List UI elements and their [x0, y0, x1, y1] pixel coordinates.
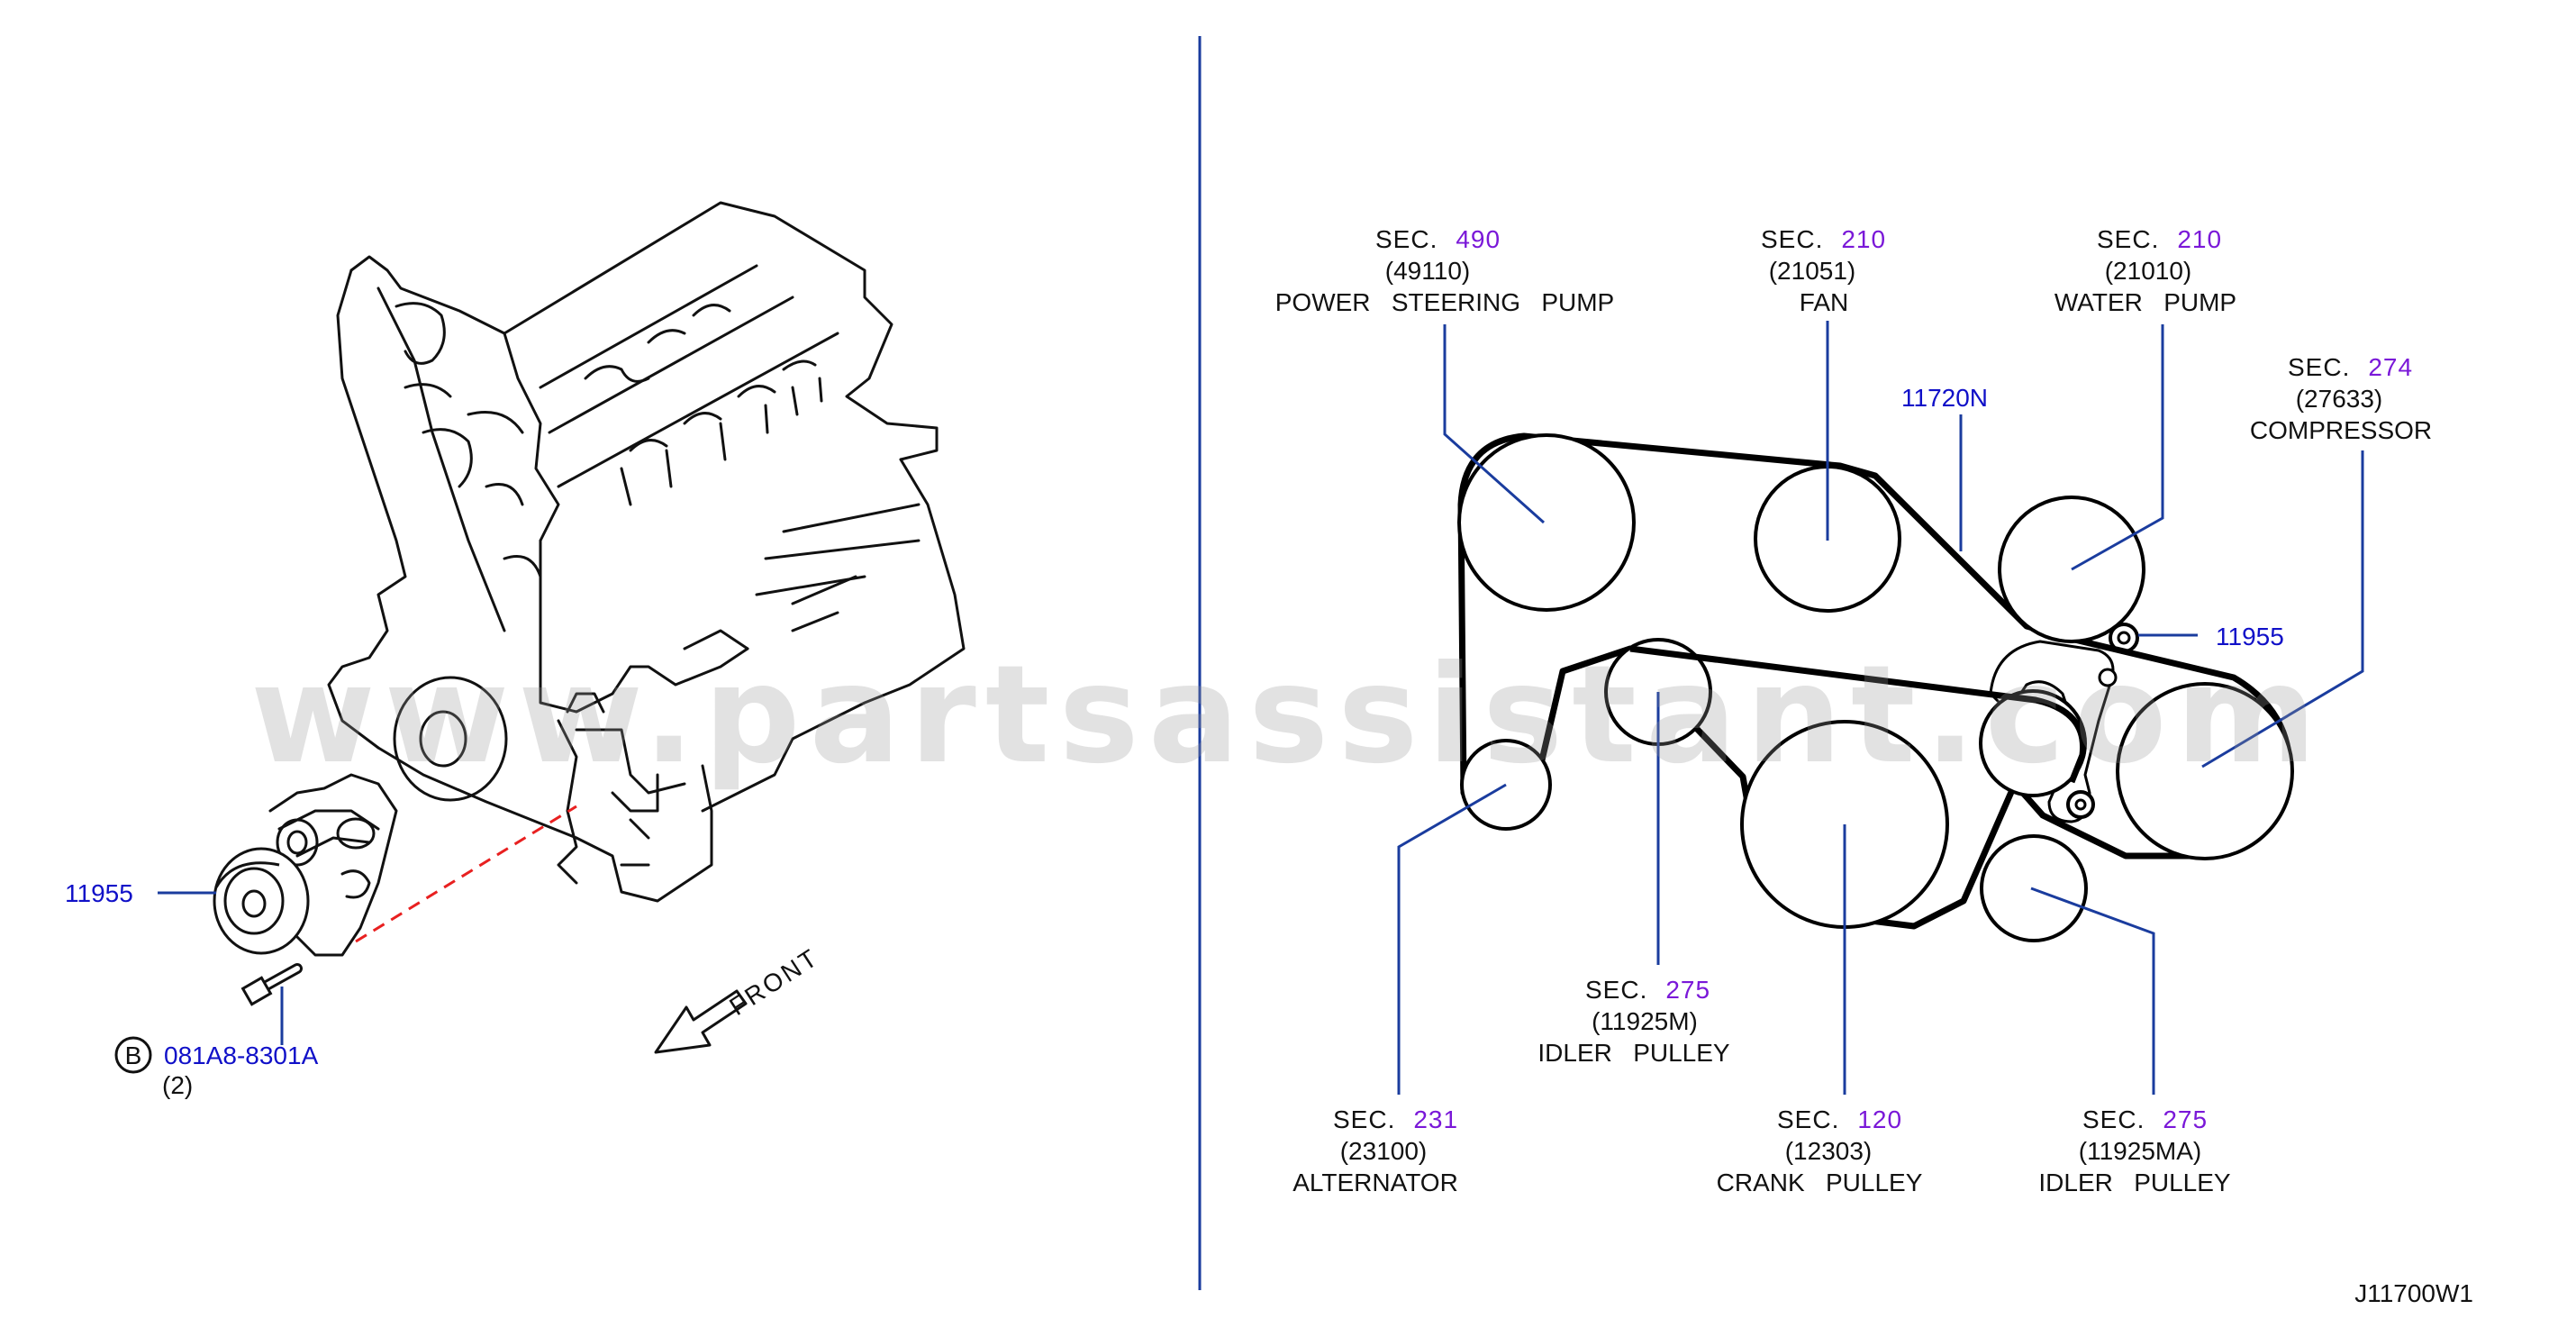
- svg-text:ALTERNATOR: ALTERNATOR: [1293, 1169, 1458, 1196]
- belt-part-number: 11720N: [1901, 384, 1988, 412]
- tensioner-pulley-left: [213, 847, 310, 955]
- compressor-pulley: [2116, 682, 2294, 860]
- svg-text:SEC.274: SEC.274: [2288, 353, 2413, 381]
- svg-text:(11925MA): (11925MA): [2079, 1137, 2201, 1165]
- leader-water-pump: [2071, 324, 2164, 571]
- mounting-bolt: [240, 963, 303, 1006]
- leader-power-steering: [1443, 324, 1545, 524]
- callout-fan: SEC.210 (21051) FAN: [1761, 225, 1886, 316]
- svg-text:WATER PUMP: WATER PUMP: [2054, 288, 2236, 316]
- bolt-part-number: 081A8-8301A: [164, 1041, 319, 1069]
- svg-text:FAN: FAN: [1800, 288, 1848, 316]
- svg-text:SEC.210: SEC.210: [1761, 225, 1886, 253]
- callout-crank-pulley: SEC.120 (12303) CRANK PULLEY: [1717, 1105, 1923, 1196]
- svg-text:SEC.490: SEC.490: [1375, 225, 1501, 253]
- drive-belt-tensioner-wrap: [1629, 645, 2087, 784]
- engine-block-drawing: [268, 201, 966, 957]
- svg-text:IDLER PULLEY: IDLER PULLEY: [2038, 1169, 2231, 1196]
- svg-text:COMPRESSOR: COMPRESSOR: [2250, 416, 2432, 444]
- tensioner-part-number-right: 11955: [2216, 623, 2284, 650]
- callout-power-steering: SEC.490 (49110) POWER STEERING PUMP: [1275, 225, 1614, 316]
- callout-idler-pulley-ma: SEC.275 (11925MA) IDLER PULLEY: [2038, 1105, 2231, 1196]
- svg-text:(49110): (49110): [1385, 257, 1470, 285]
- svg-text:(21051): (21051): [1769, 257, 1856, 285]
- svg-text:SEC.275: SEC.275: [2082, 1105, 2208, 1133]
- svg-text:SEC.275: SEC.275: [1585, 976, 1710, 1004]
- svg-text:(27633): (27633): [2296, 385, 2383, 413]
- callout-water-pump: SEC.210 (21010) WATER PUMP: [2054, 225, 2236, 316]
- callout-alternator: SEC.231 (23100) ALTERNATOR: [1293, 1105, 1458, 1196]
- leader-idler-ma: [2030, 887, 2155, 1095]
- svg-text:SEC.120: SEC.120: [1777, 1105, 1902, 1133]
- callout-idler-pulley-m: SEC.275 (11925M) IDLER PULLEY: [1537, 976, 1730, 1067]
- front-label: FRONT: [724, 942, 823, 1021]
- svg-text:CRANK PULLEY: CRANK PULLEY: [1717, 1169, 1923, 1196]
- leader-compressor: [2201, 450, 2364, 769]
- svg-text:(12303): (12303): [1785, 1137, 1873, 1165]
- callout-compressor: SEC.274 (27633) COMPRESSOR: [2250, 353, 2432, 444]
- svg-text:SEC.210: SEC.210: [2097, 225, 2222, 253]
- svg-text:SEC.231: SEC.231: [1333, 1105, 1458, 1133]
- leader-alternator: [1397, 783, 1507, 1095]
- mounting-dashed-line: [355, 805, 577, 943]
- diagram-code: J11700W1: [2354, 1279, 2473, 1307]
- svg-text:POWER STEERING PUMP: POWER STEERING PUMP: [1275, 288, 1614, 316]
- svg-text:(23100): (23100): [1340, 1137, 1428, 1165]
- tensioner-part-number-left: 11955: [65, 879, 133, 907]
- power-steering-pump-pulley: [1457, 433, 1636, 612]
- front-arrow: FRONT: [654, 942, 824, 1054]
- bolt-quantity: (2): [162, 1071, 193, 1099]
- svg-text:IDLER PULLEY: IDLER PULLEY: [1537, 1039, 1730, 1067]
- bolt-code-circle: [114, 1036, 152, 1074]
- svg-text:(11925M): (11925M): [1592, 1007, 1698, 1035]
- bolt-code-letter: B: [125, 1041, 142, 1069]
- watermark: www.partsassistant.com: [250, 637, 2326, 794]
- svg-text:(21010): (21010): [2105, 257, 2192, 285]
- tensioner-bracket: [1989, 623, 2139, 823]
